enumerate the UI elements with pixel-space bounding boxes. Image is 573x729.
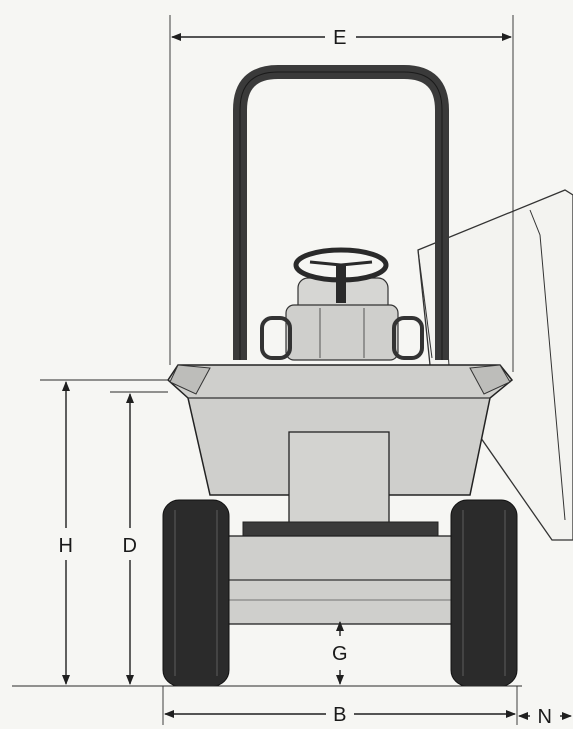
dimension-d-label: D <box>123 535 138 557</box>
steering-wheel <box>293 247 389 303</box>
dimension-n: N <box>518 706 572 728</box>
left-wheel <box>162 499 230 687</box>
dimension-n-label: N <box>538 706 553 728</box>
dimension-b: B <box>164 704 516 726</box>
dimension-g: G <box>332 621 348 685</box>
seat <box>260 277 424 361</box>
roll-bar <box>233 65 449 360</box>
chassis <box>227 521 454 625</box>
right-wheel <box>450 499 518 687</box>
center-column <box>288 431 390 528</box>
dimension-h-label: H <box>59 535 74 557</box>
dimension-e: E <box>171 27 512 49</box>
dimension-g-label: G <box>332 643 348 665</box>
dimension-e-label: E <box>333 27 347 49</box>
front-skip <box>167 364 514 496</box>
extension-lines <box>40 15 518 725</box>
dimension-h: H <box>59 381 74 685</box>
dimension-b-label: B <box>333 704 347 726</box>
dimension-d: D <box>123 393 138 685</box>
